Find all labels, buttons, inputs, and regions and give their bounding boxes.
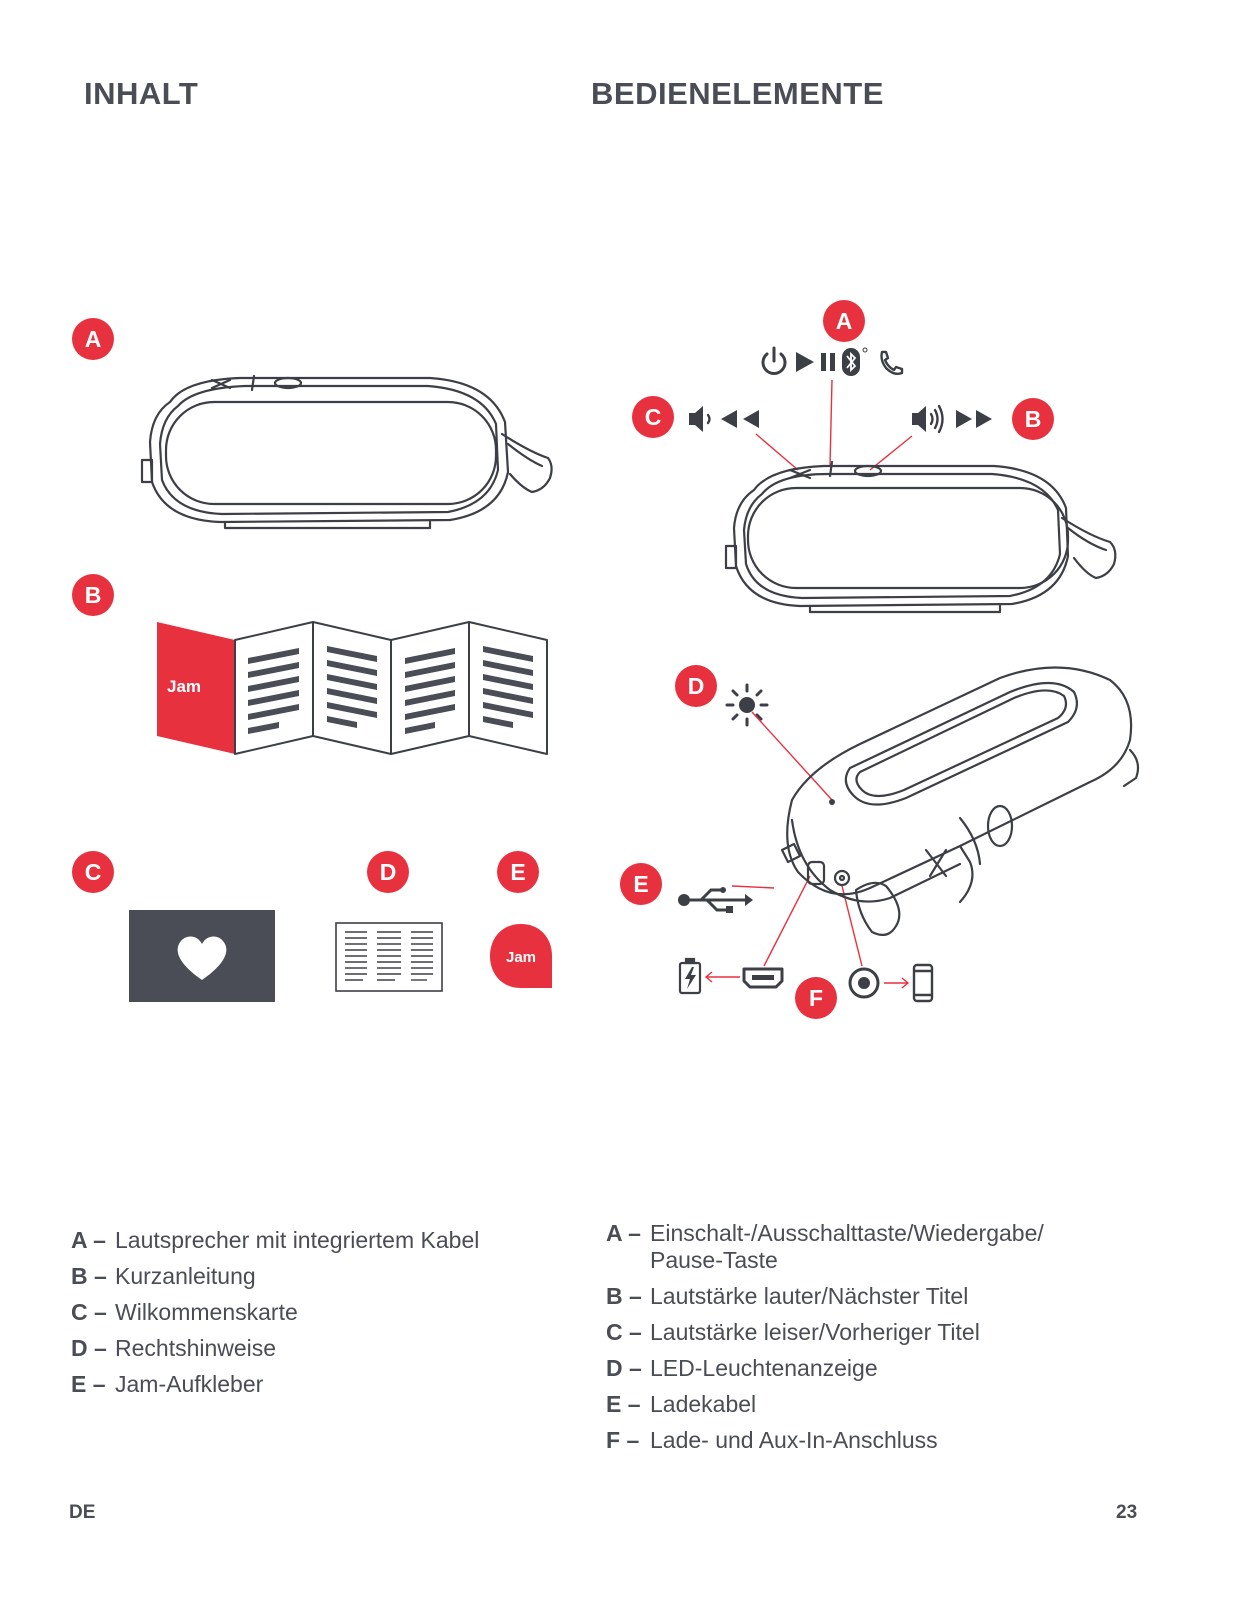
badge-controls-d: D	[675, 665, 717, 707]
list-item: BLautstärke lauter/Nächster Titel	[606, 1283, 1126, 1310]
list-item: ELadekabel	[606, 1391, 1126, 1418]
badge-controls-b: B	[1012, 398, 1054, 440]
battery-charging-icon	[678, 957, 702, 995]
list-item: CWilkommenskarte	[71, 1299, 541, 1326]
footer-language: DE	[69, 1502, 96, 1523]
power-icon	[761, 346, 787, 375]
jam-sticker-illustration: Jam	[490, 924, 552, 988]
aux-port-icon	[848, 967, 880, 999]
volume-down-icon	[689, 406, 703, 432]
led-light-icon	[725, 683, 769, 727]
fast-forward-icon	[956, 410, 992, 428]
list-item: AEinschalt-/Ausschalttaste/Wiedergabe/Pa…	[606, 1220, 1126, 1274]
badge-contents-c: C	[72, 851, 114, 893]
sticker-logo-text: Jam	[506, 949, 536, 966]
volume-up-icon	[912, 406, 926, 432]
bluetooth-icon	[842, 348, 860, 376]
list-item: DLED-Leuchtenanzeige	[606, 1355, 1126, 1382]
legal-notices-illustration	[335, 922, 443, 992]
usb-icon	[678, 887, 753, 913]
page-number: 23	[1116, 1502, 1138, 1523]
badge-controls-e: E	[620, 863, 662, 905]
micro-usb-port-icon	[742, 967, 784, 989]
contents-list: ALautsprecher mit integriertem Kabel BKu…	[71, 1227, 541, 1407]
rewind-icon	[721, 410, 759, 428]
list-item: FLade- und Aux-In-Anschluss	[606, 1427, 1126, 1454]
volume-down-rewind-icons	[689, 406, 759, 432]
badge-controls-f: F	[795, 977, 837, 1019]
speaker-illustration	[140, 374, 553, 530]
badge-contents-e: E	[497, 851, 539, 893]
list-item: DRechtshinweise	[71, 1335, 541, 1362]
volume-up-forward-icons	[912, 404, 992, 434]
list-item: ALautsprecher mit integriertem Kabel	[71, 1227, 541, 1254]
badge-controls-c: C	[632, 396, 674, 438]
list-item: CLautstärke leiser/Vorheriger Titel	[606, 1319, 1126, 1346]
control-icons-row	[761, 346, 904, 376]
play-icon	[796, 352, 814, 372]
list-item: BKurzanleitung	[71, 1263, 541, 1290]
quick-guide-illustration: Jam	[157, 621, 548, 755]
badge-contents-b: B	[72, 574, 114, 616]
speaker-ports-illustration	[731, 666, 1140, 967]
smartphone-icon	[912, 963, 934, 1003]
controls-list: AEinschalt-/Ausschalttaste/Wiedergabe/Pa…	[606, 1220, 1126, 1463]
badge-controls-a: A	[823, 300, 865, 342]
jam-logo-text: Jam	[167, 677, 201, 696]
welcome-card-illustration	[129, 910, 275, 1002]
badge-contents-a: A	[72, 318, 114, 360]
speaker-controls-illustration	[724, 379, 1117, 614]
pause-icon	[821, 353, 835, 371]
controls-heading: BEDIENELEMENTE	[591, 76, 884, 111]
contents-heading: INHALT	[84, 76, 199, 111]
badge-contents-d: D	[367, 851, 409, 893]
heart-icon	[177, 936, 227, 980]
port-icons-row	[678, 957, 934, 1003]
phone-icon	[880, 350, 904, 376]
